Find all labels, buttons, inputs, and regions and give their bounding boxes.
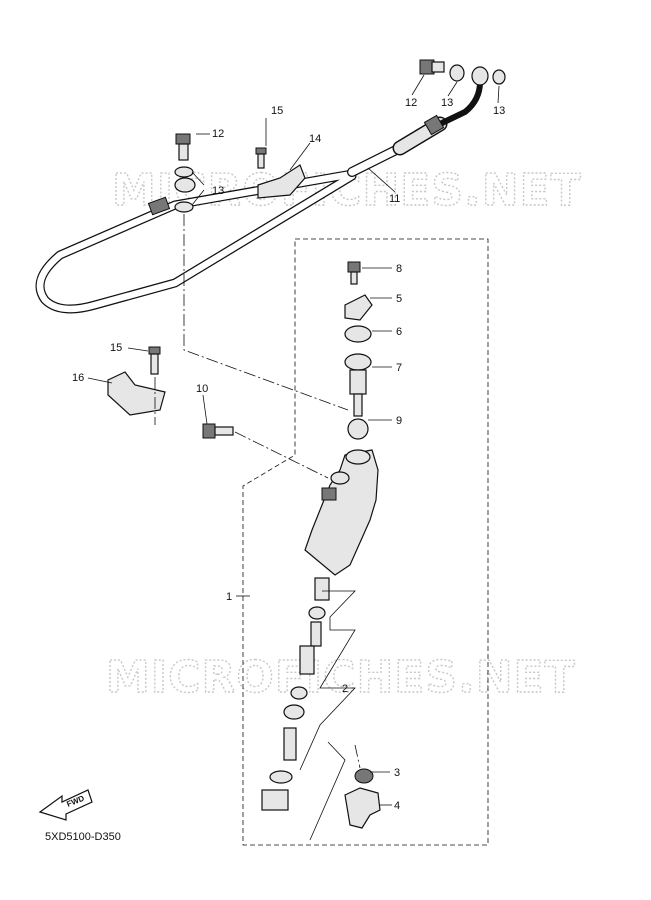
leader-16 xyxy=(87,377,113,384)
piston-body xyxy=(299,645,315,675)
reservoir-cap-screw-thread xyxy=(350,271,358,285)
leader-14 xyxy=(289,142,311,171)
callout-15-left: 15 xyxy=(110,342,122,354)
copper-washer-left-1 xyxy=(174,166,194,178)
secondary-cup xyxy=(290,686,308,700)
callout-14: 14 xyxy=(309,133,321,145)
primary-cup xyxy=(308,606,326,620)
callout-8: 8 xyxy=(396,263,402,275)
mounting-boss xyxy=(321,487,337,501)
leader-clevis-bracket xyxy=(309,741,346,841)
push-rod xyxy=(283,727,297,761)
callout-4: 4 xyxy=(394,800,400,812)
leader-2-bracket xyxy=(299,590,356,771)
leader-13-left-a xyxy=(191,171,205,186)
leader-11 xyxy=(367,167,396,193)
callout-9: 9 xyxy=(396,415,402,427)
watermark-bottom: MICROFICHES.NET xyxy=(106,652,576,703)
banjo-bolt-left-thread xyxy=(178,143,189,161)
leader-13-top-a xyxy=(447,81,458,97)
callout-10: 10 xyxy=(196,383,208,395)
mounting-bolt-head xyxy=(202,423,216,439)
fwd-arrow-icon: FWD xyxy=(38,789,93,821)
callout-11: 11 xyxy=(389,193,400,205)
reservoir-cap xyxy=(344,294,373,321)
leader-15-left xyxy=(127,347,149,352)
master-cylinder-body xyxy=(304,449,379,576)
reservoir-grommet xyxy=(347,418,369,440)
hose-lower-crimp xyxy=(147,196,171,216)
brake-hose-fill xyxy=(36,170,356,313)
hose-guide xyxy=(257,164,306,199)
clamp-screw-thread xyxy=(150,353,159,375)
centerline-nut xyxy=(354,744,361,769)
assembly-boundary xyxy=(242,238,489,846)
banjo-eye-top xyxy=(471,66,489,86)
hose-clamp xyxy=(107,371,166,416)
callout-12-top: 12 xyxy=(405,97,417,109)
callout-3: 3 xyxy=(394,767,400,779)
leader-13-top-b xyxy=(497,85,500,104)
callout-6: 6 xyxy=(396,326,402,338)
callout-13-top-a: 13 xyxy=(441,97,453,109)
banjo-bolt-top-thread xyxy=(431,61,445,73)
drawing-code: 5XD5100-D350 xyxy=(45,831,121,843)
piston-washer xyxy=(283,704,305,720)
reservoir-cap-screw xyxy=(347,261,361,273)
leader-10 xyxy=(202,394,208,425)
mounting-bolt-thread xyxy=(214,426,234,436)
leader-12-top xyxy=(411,74,425,96)
lower-banjo-fitting xyxy=(174,177,196,193)
clevis xyxy=(344,787,381,829)
diaphragm-stem xyxy=(353,393,363,417)
lock-nut xyxy=(354,768,374,784)
hose-banjo-pipe xyxy=(438,81,483,127)
hose-guide-screw-thread xyxy=(257,153,265,169)
callout-7: 7 xyxy=(396,362,402,374)
circlip xyxy=(269,770,293,784)
callout-13-top-b: 13 xyxy=(493,105,505,117)
piston-front xyxy=(310,621,322,647)
return-spring xyxy=(314,577,330,601)
plate-diaphragm xyxy=(344,325,372,343)
diaphragm-bellows xyxy=(349,369,367,395)
centerline-bolt-to-body xyxy=(183,214,349,411)
reservoir-mouth xyxy=(345,449,371,465)
callout-15-top: 15 xyxy=(271,105,283,117)
callout-5: 5 xyxy=(396,293,402,305)
diaphragm xyxy=(344,353,372,371)
callout-1: 1 xyxy=(226,591,232,603)
copper-washer-top-2 xyxy=(492,69,506,85)
centerline-mount-bolt xyxy=(234,431,329,479)
hose-straight-fill xyxy=(348,144,404,176)
hose-guide-screw-head xyxy=(255,147,267,155)
leader-13-left-b xyxy=(191,189,205,206)
hose-crimp-fitting xyxy=(423,114,445,136)
clamp-screw-head xyxy=(148,346,161,355)
hose-port xyxy=(330,471,350,485)
dust-boot xyxy=(261,789,289,811)
banjo-bolt-left xyxy=(175,133,191,145)
callout-16: 16 xyxy=(72,372,84,384)
callout-2: 2 xyxy=(342,683,348,695)
copper-washer-left-2 xyxy=(174,201,194,213)
copper-washer-top-1 xyxy=(449,64,465,82)
callout-12-left: 12 xyxy=(212,128,224,140)
callout-13-left: 13 xyxy=(212,185,224,197)
